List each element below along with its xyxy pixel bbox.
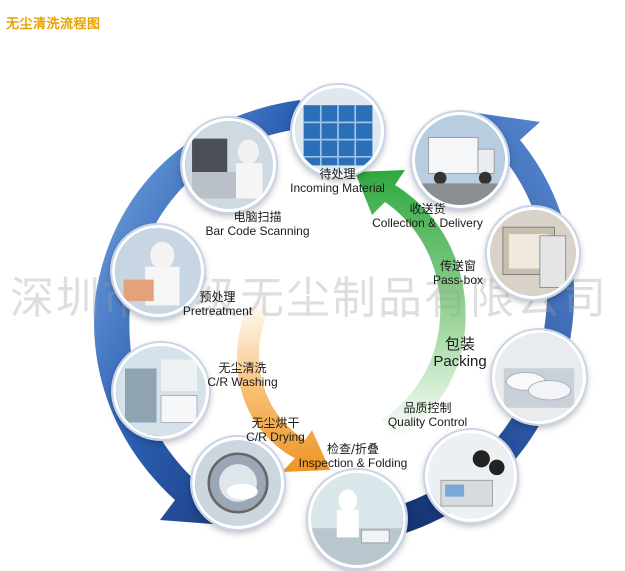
step-cr-washing-zh: 无尘清洗	[218, 361, 267, 375]
photo-pretreatment	[112, 225, 204, 317]
step-pretreatment: 预处理 Pretreatment	[165, 290, 270, 319]
barcode-scanning-worker-icon	[185, 121, 273, 209]
step-pass-box-zh: 传送窗	[439, 259, 476, 273]
photo-quality-control	[425, 430, 517, 522]
step-quality-control-zh: 品质控制	[403, 401, 452, 415]
step-cr-drying-zh: 无尘烘干	[251, 416, 300, 430]
inner-arrow-orange	[237, 300, 330, 472]
delivery-truck-icon	[415, 115, 505, 205]
step-bar-code-scanning-en: Bar Code Scanning	[205, 223, 310, 238]
step-pretreatment-en: Pretreatment	[182, 303, 253, 318]
page-title: 无尘清洗流程图	[6, 17, 101, 32]
photo-packing	[492, 330, 586, 424]
inspection-folding-icon	[311, 473, 403, 565]
step-cr-washing: 无尘清洗 C/R Washing	[190, 361, 295, 390]
step-packing: 包装 Packing	[415, 335, 505, 371]
step-pretreatment-zh: 预处理	[199, 290, 236, 304]
step-cr-washing-en: C/R Washing	[207, 374, 278, 389]
quality-control-device-icon	[428, 433, 514, 519]
step-quality-control-en: Quality Control	[387, 414, 468, 429]
step-quality-control: 品质控制 Quality Control	[370, 401, 485, 430]
step-collection-delivery: 收送货 Collection & Delivery	[360, 202, 495, 231]
step-packing-zh: 包装	[444, 335, 475, 353]
pass-box-icon	[490, 210, 576, 296]
step-bar-code-scanning-zh: 电脑扫描	[233, 210, 282, 224]
photo-bar-code-scanning	[182, 118, 276, 212]
photo-cr-drying	[192, 437, 284, 529]
outer-arrow-right	[330, 112, 575, 548]
warehouse-shelves-icon	[295, 88, 381, 174]
washing-room-icon	[116, 346, 206, 436]
step-inspection-folding-zh: 检查/折叠	[326, 442, 380, 456]
step-inspection-folding: 检查/折叠 Inspection & Folding	[283, 442, 423, 471]
photo-pass-box	[487, 207, 579, 299]
step-collection-delivery-en: Collection & Delivery	[372, 215, 483, 230]
photo-incoming-material	[292, 85, 384, 177]
pretreatment-worker-icon	[115, 228, 201, 314]
step-packing-en: Packing	[433, 353, 487, 371]
packing-bags-icon	[495, 333, 583, 421]
photo-collection-delivery	[412, 112, 508, 208]
step-pass-box-en: Pass-box	[432, 272, 484, 287]
photo-inspection-folding	[308, 470, 406, 568]
washing-machine-drum-icon	[195, 440, 281, 526]
photo-cr-washing	[113, 343, 209, 439]
step-inspection-folding-en: Inspection & Folding	[298, 455, 408, 470]
step-collection-delivery-zh: 收送货	[409, 202, 446, 216]
step-incoming-material: 待处理 Incoming Material	[275, 167, 400, 196]
inner-arrow-green	[355, 170, 466, 440]
step-cr-drying-en: C/R Drying	[246, 429, 305, 444]
step-incoming-material-zh: 待处理	[319, 167, 356, 181]
step-cr-drying: 无尘烘干 C/R Drying	[228, 416, 323, 445]
step-pass-box: 传送窗 Pass-box	[418, 259, 498, 288]
step-bar-code-scanning: 电脑扫描 Bar Code Scanning	[190, 210, 325, 239]
step-incoming-material-en: Incoming Material	[290, 180, 385, 195]
